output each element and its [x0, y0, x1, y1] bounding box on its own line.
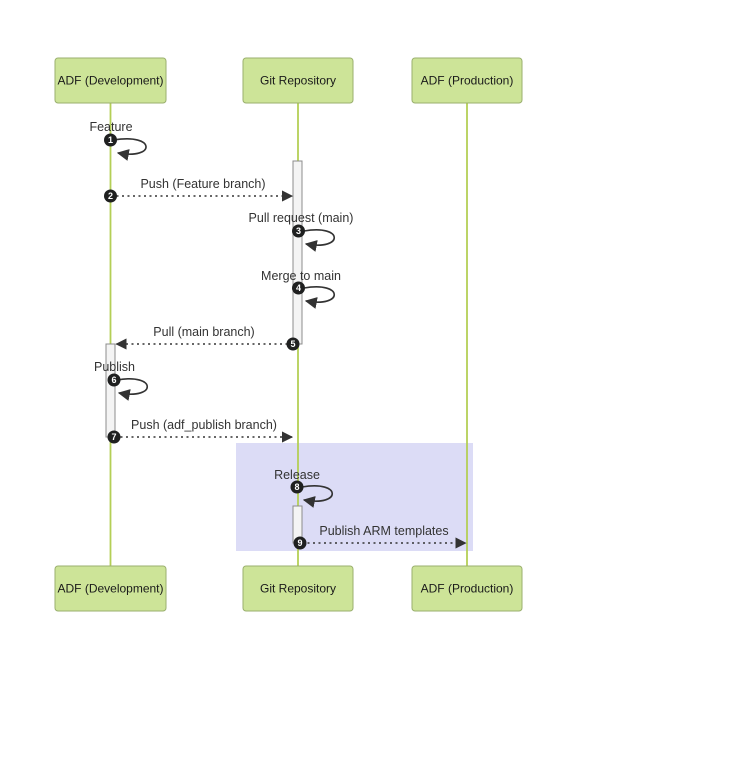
- seq-badge: [104, 189, 117, 203]
- self-loop-arrow: [116, 378, 148, 401]
- actor-box: [242, 57, 354, 104]
- actor-box: [411, 565, 523, 612]
- message-label: Merge to main: [261, 269, 341, 283]
- actor-label: ADF (Development): [57, 74, 163, 88]
- actor-box: [54, 565, 167, 612]
- seq-number: 5: [290, 339, 295, 349]
- seq-badge: [290, 480, 304, 494]
- actor-bottom-prod: ADF (Production): [411, 565, 523, 612]
- message-9: Publish ARM templates 9: [293, 524, 467, 550]
- seq-number: 9: [297, 538, 302, 548]
- seq-badge: [292, 281, 305, 295]
- actor-box: [242, 565, 354, 612]
- message-label: Pull (main branch): [153, 325, 254, 339]
- seq-number: 8: [294, 482, 299, 492]
- self-loop-arrow: [303, 229, 335, 252]
- message-3: Pull request (main) 3: [249, 211, 354, 252]
- message-label: Publish: [94, 360, 135, 374]
- highlight-region: [236, 443, 473, 551]
- seq-number: 1: [108, 135, 113, 145]
- message-label: Publish ARM templates: [319, 524, 448, 538]
- actor-top-prod: ADF (Production): [411, 57, 523, 104]
- seq-number: 3: [296, 226, 301, 236]
- seq-number: 4: [296, 283, 301, 293]
- message-1: Feature 1: [89, 120, 147, 161]
- message-2: Push (Feature branch) 2: [104, 177, 294, 203]
- message-5: Pull (main branch) 5: [115, 325, 300, 351]
- seq-badge: [107, 430, 121, 444]
- activation-bar-dev: [105, 343, 116, 438]
- self-loop-arrow: [303, 286, 335, 309]
- message-label: Push (adf_publish branch): [131, 418, 277, 432]
- actor-label: ADF (Production): [421, 74, 514, 88]
- seq-badge: [293, 536, 307, 550]
- actor-bottom-git: Git Repository: [242, 565, 354, 612]
- message-6: Publish 6: [94, 360, 148, 401]
- actor-bottom-dev: ADF (Development): [54, 565, 167, 612]
- seq-badge: [292, 224, 305, 238]
- actor-top-dev: ADF (Development): [54, 57, 167, 104]
- actor-box: [411, 57, 523, 104]
- message-label: Push (Feature branch): [140, 177, 265, 191]
- message-4: Merge to main 4: [261, 269, 341, 309]
- actor-label: Git Repository: [260, 582, 336, 596]
- message-7: Push (adf_publish branch) 7: [107, 418, 294, 444]
- actor-label: Git Repository: [260, 74, 336, 88]
- actor-label: ADF (Development): [57, 582, 163, 596]
- actor-label: ADF (Production): [421, 582, 514, 596]
- message-label: Feature: [89, 120, 132, 134]
- self-loop-arrow: [301, 485, 333, 508]
- seq-number: 2: [108, 191, 113, 201]
- actor-box: [54, 57, 167, 104]
- activation-bar-git-1: [292, 160, 303, 345]
- message-8: Release 8: [274, 468, 333, 508]
- message-label: Pull request (main): [249, 211, 354, 225]
- self-loop-arrow: [113, 138, 147, 161]
- seq-badge: [104, 133, 117, 147]
- seq-number: 7: [111, 432, 116, 442]
- seq-badge: [107, 373, 121, 387]
- seq-badge: [286, 337, 300, 351]
- actor-top-git: Git Repository: [242, 57, 354, 104]
- message-label: Release: [274, 468, 320, 482]
- seq-number: 6: [111, 375, 116, 385]
